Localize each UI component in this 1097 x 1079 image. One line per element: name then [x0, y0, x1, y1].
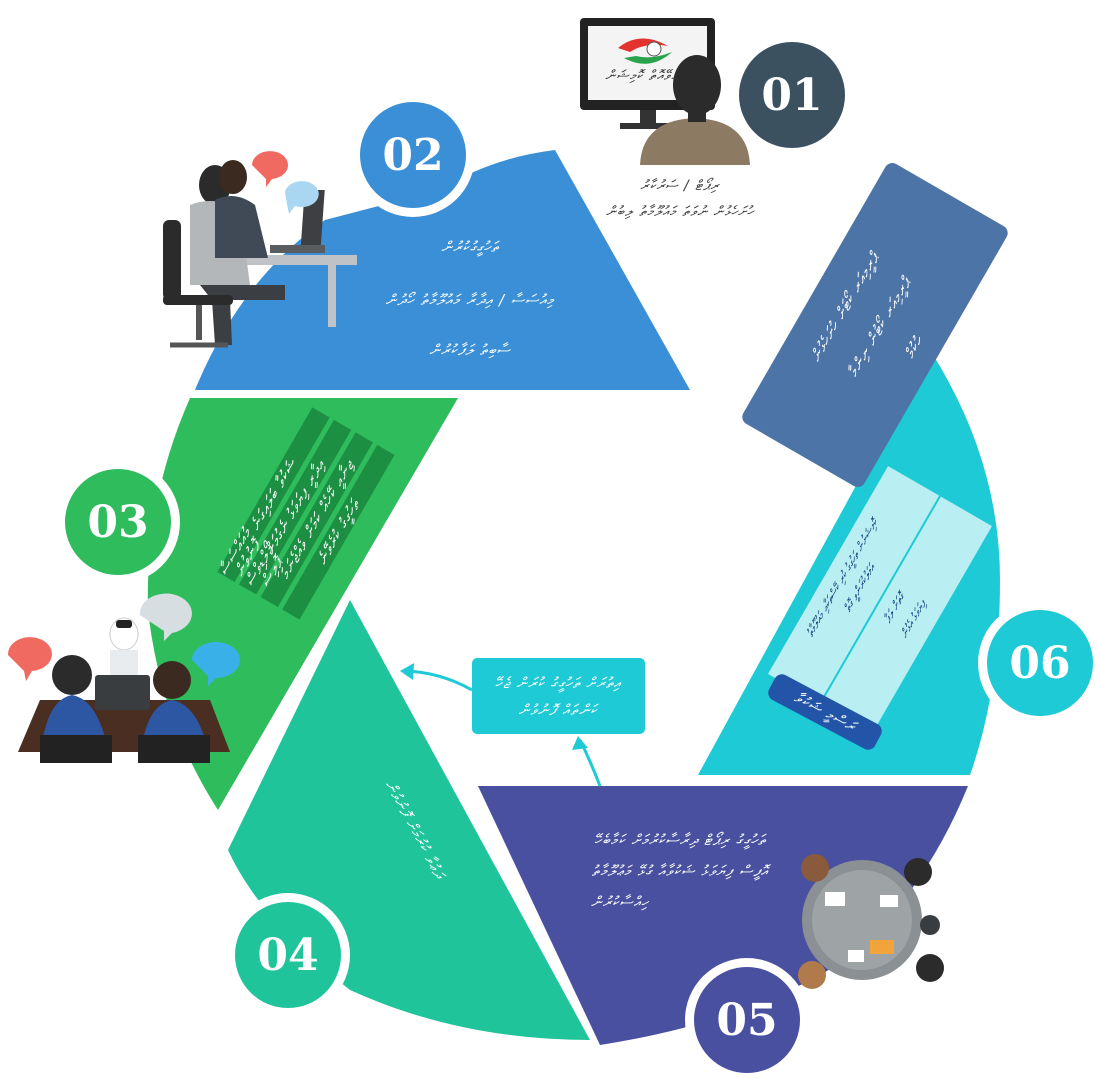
- badge-04: 04: [226, 893, 350, 1017]
- step-01-illustration: ކުރެވޭއޮތް ކޮމިޝަން: [580, 18, 750, 165]
- segment-02: [195, 150, 690, 390]
- step-05-line3: ހިއްސާކުރުން: [591, 893, 650, 911]
- red-speech-icon: [7, 637, 52, 681]
- monitor-caption: ކުރެވޭއޮތް ކޮމިޝަން: [605, 68, 688, 84]
- step-01-caption-line2: ހުށަހެޅުން ނުވަތަ މައުލޫމާތު ލިބުން: [606, 203, 755, 220]
- badge-05: 05: [685, 958, 809, 1079]
- badge-06-label: 06: [1009, 638, 1070, 689]
- badge-02-label: 02: [382, 130, 443, 181]
- step-06-card: ޕްރީމިއަރ ކޯޓަށް ހުށަހެޅުން ޕްރީމިއަރ ކޯ…: [742, 163, 1008, 487]
- person-icon: [640, 118, 750, 165]
- blue-speech-icon: [192, 642, 240, 686]
- step-06-info-box: ކޮމިޝަނުން ތަހުގީގު ކުރި ކޭސްތަކާއި މައު…: [768, 466, 992, 734]
- step-01-caption-line1: ރިޕޯޓް / ސަރުކާރު: [640, 177, 720, 194]
- step-02-line1: ތަހުގީގުކުރުން: [441, 238, 500, 257]
- callout-line2: ކަންތައް ފޮނުވުން: [519, 701, 599, 719]
- badge-01: 01: [730, 33, 854, 157]
- badge-04-label: 04: [257, 930, 318, 981]
- speech-bubble-icon: [252, 151, 288, 187]
- badge-01-label: 01: [761, 70, 822, 121]
- step-02-line3: ސާބިތު ލަފާކުރުން: [429, 341, 511, 359]
- step-02-illustration: [163, 151, 357, 348]
- badge-02: 02: [351, 93, 475, 217]
- badge-06: 06: [978, 601, 1097, 725]
- step-05-line2: އޮފީސް ފިޔަވަޅު ޝަކުވާއާ ގުޅޭ މަޢުލޫމާތު: [592, 862, 772, 881]
- gray-speech-icon: [139, 593, 192, 641]
- segment-05: [478, 786, 968, 1045]
- meeting-illustration: [7, 593, 240, 763]
- callout-box: އިތުރަށް ތަހުގީގު ކުރަން ޖެހޭ ކަންތައް ފ…: [472, 658, 645, 734]
- badge-05-label: 05: [716, 995, 777, 1046]
- speech-bubble-icon-2: [285, 181, 319, 214]
- step-02-line2: މިއުސަސާ / އިދާރާ މައުލޫމާތު ހޯދުން: [385, 291, 554, 309]
- round-table-illustration: [798, 854, 944, 989]
- badge-03: 03: [56, 460, 180, 584]
- badge-03-label: 03: [87, 497, 148, 548]
- callout-arrow: [404, 669, 473, 692]
- step-03-text-block: ޝަކުވާ ބަލައިގަނެ އިދާރީ ފިޔަވަޅު ނެގުމަ…: [217, 407, 395, 620]
- step-05-line1: ތަހުގީގު ރިޕޯޓް ދިރާސާކުރުމަށް ކަމާބެހޭ: [594, 831, 767, 850]
- callout-line1: އިތުރަށް ތަހުގީގު ކުރަން ޖެހޭ: [495, 674, 621, 693]
